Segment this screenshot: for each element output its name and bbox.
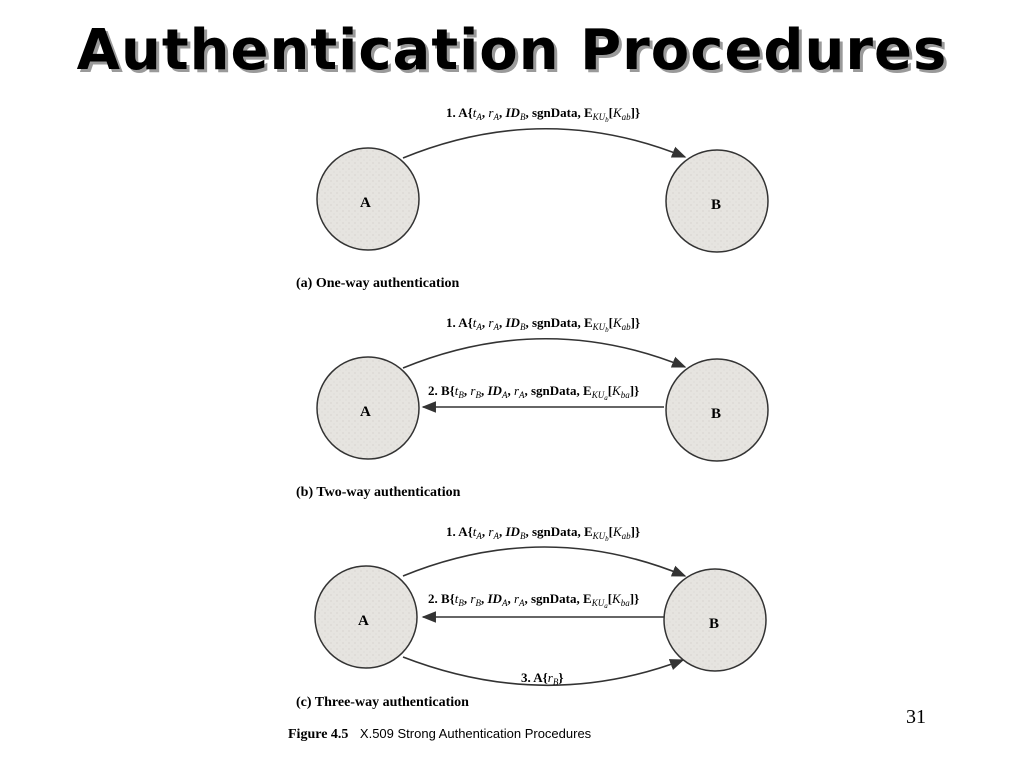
one-way-panel: 1. A{tA, rA, IDB, sgnData, EKUb[Kab]} A … — [296, 105, 769, 291]
three-way-arrow-a-to-b-final — [402, 656, 685, 687]
one-way-msg1-label: 1. A{tA, rA, IDB, sgnData, EKUb[Kab]} — [446, 105, 640, 124]
two-way-msg2-label: 2. B{tB, rB, IDA, rA, sgnData, EKUa[Kba]… — [428, 383, 639, 402]
page-number: 31 — [906, 706, 926, 728]
figure-label: Figure 4.5 — [288, 727, 348, 742]
one-way-node-a — [316, 147, 420, 251]
one-way-node-b — [665, 149, 769, 253]
one-way-arrow-a-to-b — [402, 127, 687, 159]
three-way-node-a-label: A — [358, 613, 369, 629]
figure-text: X.509 Strong Authentication Procedures — [360, 726, 592, 741]
two-way-msg1-label: 1. A{tA, rA, IDB, sgnData, EKUb[Kab]} — [446, 315, 640, 334]
two-way-panel: 1. A{tA, rA, IDB, sgnData, EKUb[Kab]} 2.… — [296, 315, 769, 500]
one-way-node-a-label: A — [360, 195, 371, 211]
two-way-arrow-a-to-b — [402, 337, 687, 369]
three-way-panel: 1. A{tA, rA, IDB, sgnData, EKUb[Kab]} 2.… — [296, 524, 767, 710]
two-way-caption: (b) Two-way authentication — [296, 485, 461, 500]
three-way-arrow-a-to-b — [402, 546, 687, 577]
three-way-msg2-label: 2. B{tB, rB, IDA, rA, sgnData, EKUa[Kba]… — [428, 591, 639, 610]
three-way-msg1-label: 1. A{tA, rA, IDB, sgnData, EKUb[Kab]} — [446, 524, 640, 543]
three-way-node-b-label: B — [709, 616, 719, 632]
two-way-node-a — [316, 356, 420, 460]
two-way-node-b — [665, 358, 769, 462]
three-way-msg3-label: 3. A{rB} — [521, 670, 563, 687]
two-way-node-b-label: B — [711, 406, 721, 422]
three-way-node-b — [663, 568, 767, 672]
two-way-node-a-label: A — [360, 404, 371, 420]
three-way-caption: (c) Three-way authentication — [296, 695, 469, 710]
slide-title: Authentication Procedures — [76, 18, 948, 83]
one-way-node-b-label: B — [711, 197, 721, 213]
figure-caption: Figure 4.5 X.509 Strong Authentication P… — [288, 726, 592, 742]
one-way-caption: (a) One-way authentication — [296, 276, 460, 291]
three-way-node-a — [314, 565, 418, 669]
